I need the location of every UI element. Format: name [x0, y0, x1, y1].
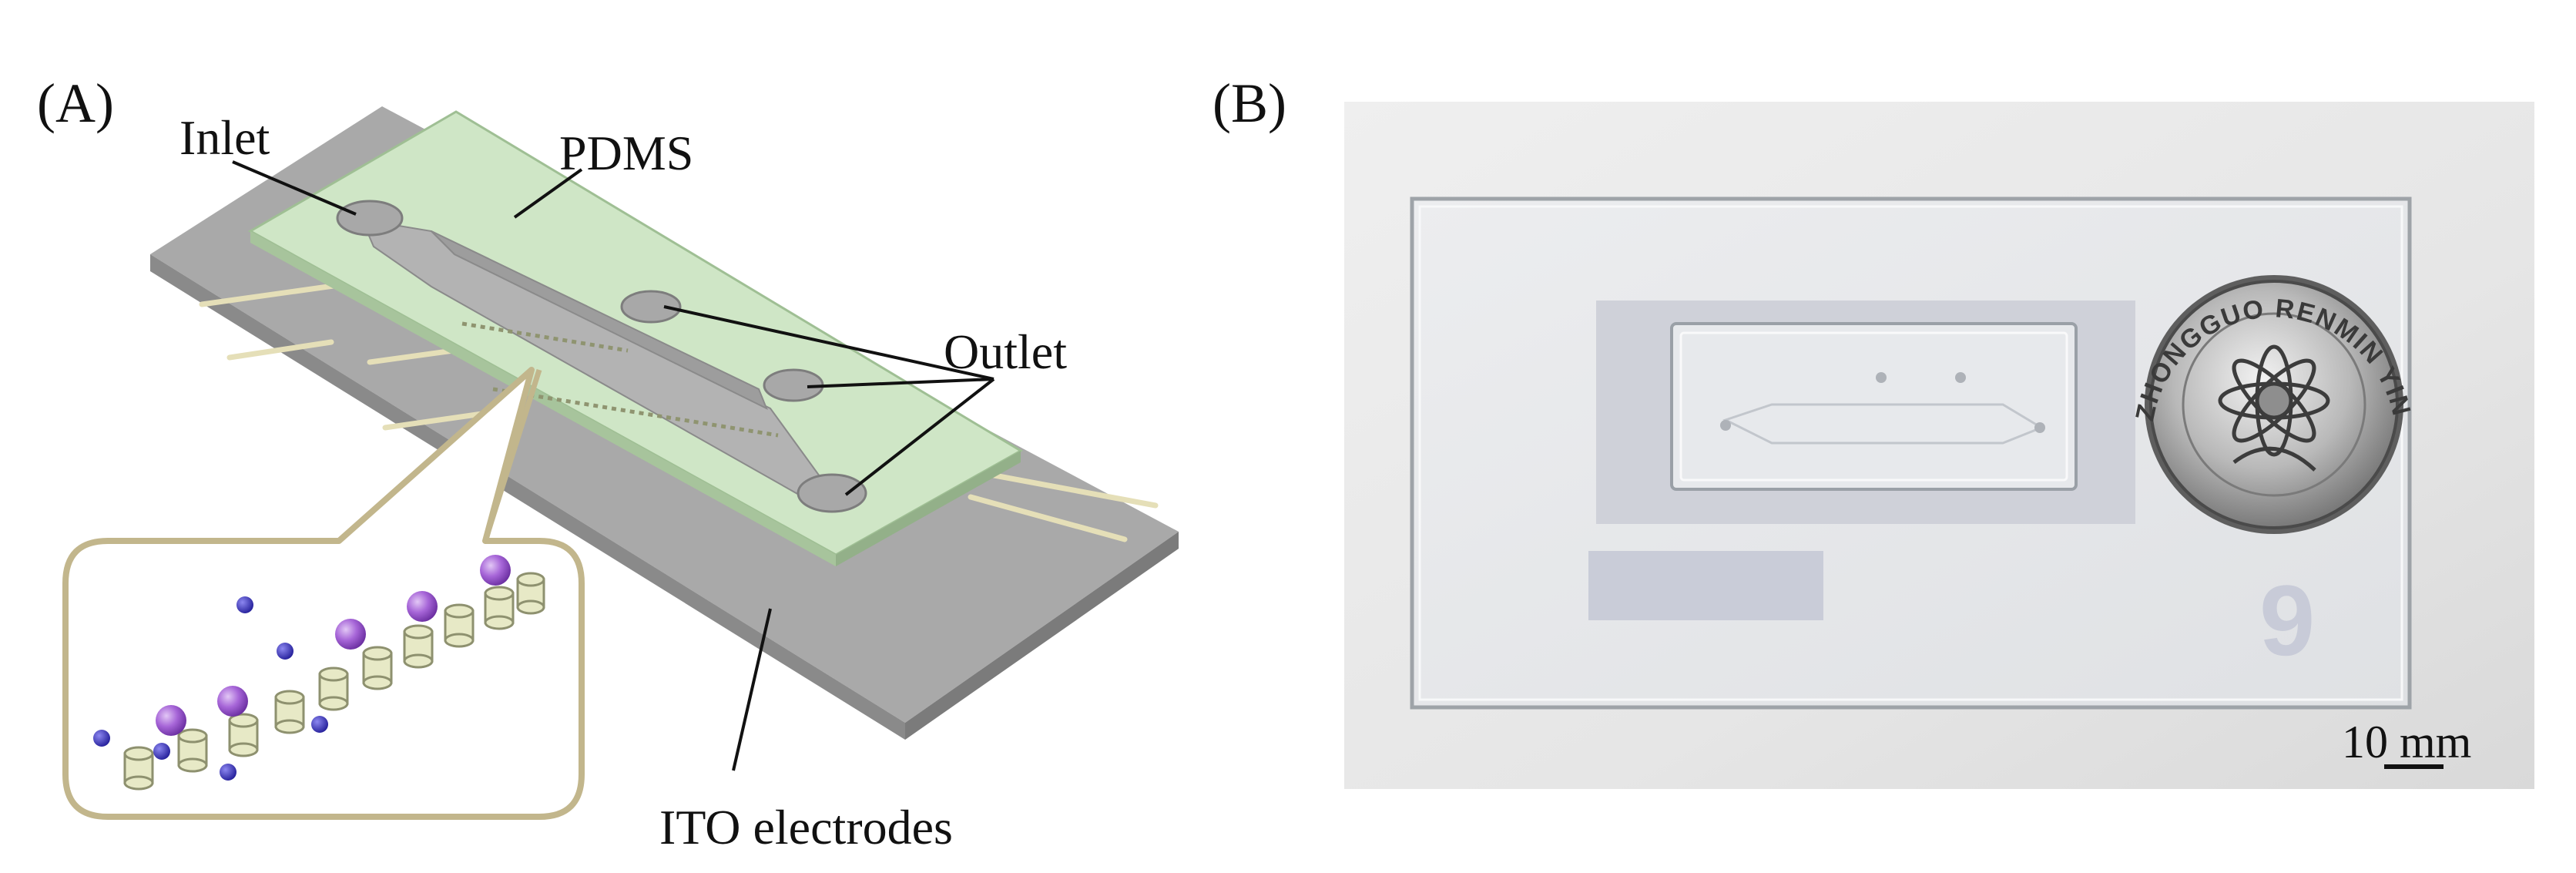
chrysanthemum-icon — [2218, 344, 2330, 472]
small-particle — [311, 716, 328, 733]
pillar — [228, 713, 259, 757]
inlet-port — [336, 200, 404, 237]
small-particle — [93, 730, 110, 747]
chip-outlet-hole — [1955, 372, 1966, 383]
small-particle — [153, 743, 170, 760]
pillar — [274, 690, 305, 734]
pillar — [484, 586, 515, 630]
panel-a-label: (A) — [37, 72, 114, 134]
pillar — [318, 667, 349, 711]
large-particle — [156, 705, 186, 736]
pillar — [403, 624, 434, 669]
outlet-label: Outlet — [944, 324, 1067, 379]
panel-b-label: (B) — [1213, 72, 1286, 134]
large-particles — [156, 555, 511, 736]
chip-outlet-hole — [1876, 372, 1887, 383]
pillar — [123, 746, 154, 791]
leader-lines — [232, 160, 995, 771]
inset-pillars — [123, 572, 545, 791]
outlet-port-3 — [797, 473, 867, 513]
pdms-label: PDMS — [559, 126, 693, 180]
small-particle — [236, 596, 253, 613]
inset-box — [62, 367, 585, 820]
pillar — [362, 646, 393, 690]
small-particle — [220, 764, 236, 781]
microchannel — [361, 218, 834, 506]
small-particle — [277, 643, 293, 660]
pillar — [444, 603, 475, 648]
pillar — [177, 728, 208, 773]
chip-outlet-hole — [2034, 422, 2045, 433]
large-particle — [335, 619, 366, 650]
ito-electrode-strips — [199, 282, 1159, 542]
pillar-array-lower — [492, 387, 779, 438]
large-particle — [407, 591, 438, 622]
large-particle — [217, 686, 248, 717]
chip-inlet-hole — [1720, 420, 1731, 431]
pdms-chip — [1670, 322, 2078, 491]
ito-electrode-pad — [1588, 551, 1823, 620]
panel-a: (A) — [37, 72, 1179, 855]
ports — [336, 200, 867, 513]
pillar-array-upper — [461, 321, 629, 353]
inlet-label: Inlet — [179, 110, 270, 165]
ito-electrodes-label: ITO electrodes — [659, 800, 953, 855]
scale-bar-label: 10 mm — [2342, 717, 2471, 767]
large-particle — [480, 555, 511, 586]
pillar — [516, 572, 545, 615]
small-particles — [93, 596, 328, 781]
slide-number: 9 — [2259, 564, 2315, 677]
outlet-port-1 — [620, 290, 682, 324]
